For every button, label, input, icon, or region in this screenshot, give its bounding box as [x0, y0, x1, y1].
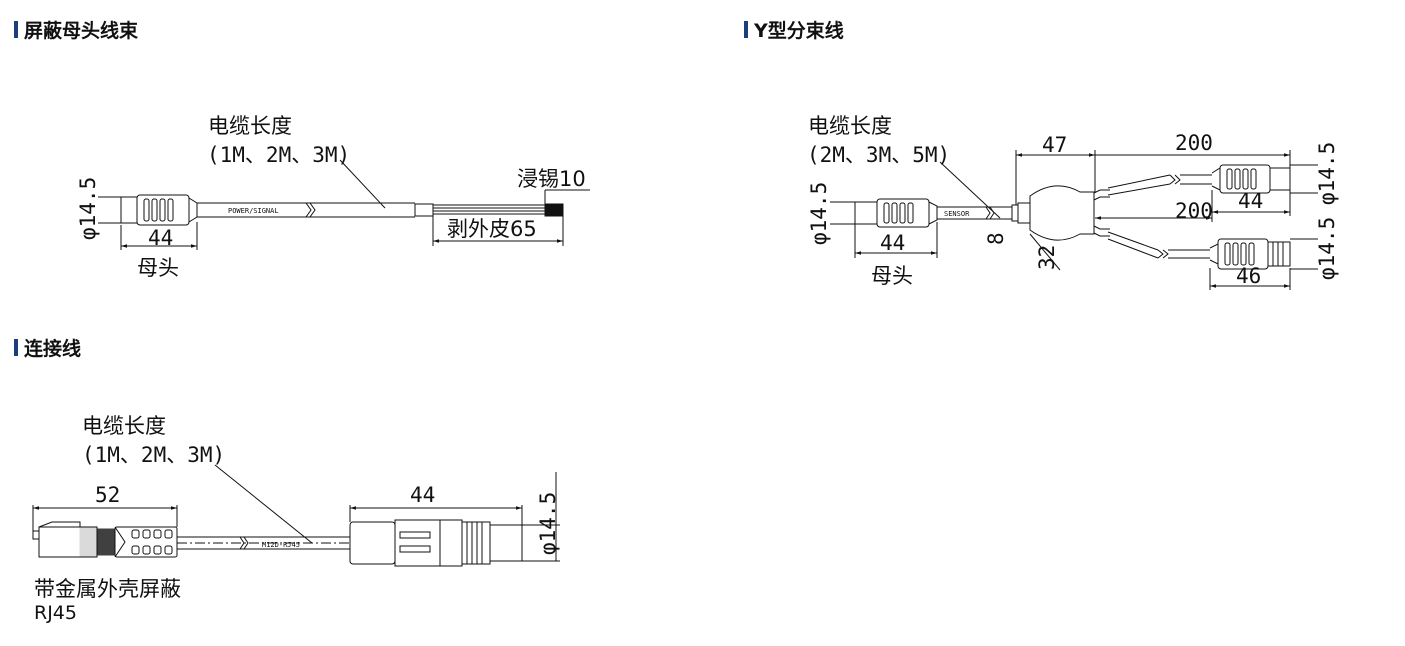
shielded-cable-drawing: [98, 159, 590, 250]
y-cable-length-label: 电缆长度: [808, 114, 892, 138]
conn-dim-44: 44: [410, 483, 435, 507]
y-dim-8: 8: [984, 232, 1008, 245]
title-bar-marker: [744, 21, 748, 38]
y-dim-200-mid: 200: [1175, 199, 1213, 223]
shielded-cable-length-label: 电缆长度: [208, 114, 292, 138]
shielded-length-dim: 44: [148, 226, 173, 250]
y-split-cable-drawing: [830, 150, 1318, 290]
connection-cable-drawing: [32, 464, 560, 567]
conn-dim-phi: φ14.5: [536, 492, 560, 555]
section-title-text: 屏蔽母头线束: [24, 20, 139, 42]
m12-connector-body: [349, 521, 396, 565]
tinned-end: [544, 203, 564, 217]
plug-type: RJ45: [34, 602, 77, 624]
y-cable-print: SENSOR: [944, 210, 970, 218]
y-dim-200-top: 200: [1175, 131, 1213, 155]
conn-cable-length-label: 电缆长度: [82, 414, 166, 438]
section-title-shielded: 屏蔽母头线束: [14, 16, 138, 43]
conn-cable-print: M12D-RJ45: [262, 541, 300, 549]
leader-line: [339, 159, 386, 209]
section-title-connection: 连接线: [14, 334, 81, 361]
title-bar-marker: [14, 339, 18, 356]
section-title-text: 连接线: [24, 338, 82, 360]
rj45-boot: [114, 526, 178, 558]
y-dim-phi-right-bottom: φ14.5: [1315, 217, 1339, 280]
conn-cable-length-options: (1M、2M、3M): [82, 443, 225, 467]
section-title-y-split: Y型分束线: [744, 16, 844, 43]
connector-tail: [188, 197, 198, 223]
y-dim-phi-left: φ14.5: [807, 182, 831, 245]
y-dim-32: 32: [1035, 245, 1059, 270]
section-title-text: Y型分束线: [754, 20, 844, 42]
y-splitter-body: [1029, 185, 1095, 241]
m12-thread: [461, 521, 491, 565]
y-dim-44-right: 44: [1238, 189, 1263, 213]
connector-nut: [120, 196, 138, 224]
strip-label: 剥外皮65: [447, 217, 537, 241]
plug-description: 带金属外壳屏蔽: [34, 577, 181, 601]
y-left-connector: [876, 198, 930, 228]
connector-grip: [136, 194, 190, 226]
y-dim-47: 47: [1042, 133, 1067, 157]
shielded-connector-label: 母头: [137, 256, 179, 280]
y-cable-length-options: (2M、3M、5M): [807, 143, 950, 167]
title-bar-marker: [14, 21, 18, 38]
y-dim-44-left: 44: [880, 231, 905, 255]
y-dim-46: 46: [1236, 264, 1261, 288]
tinning-label: 浸锡10: [517, 167, 586, 191]
y-dim-phi-right-top: φ14.5: [1315, 142, 1339, 205]
shielded-cable-length-options: (1M、2M、3M): [207, 143, 350, 167]
y-connector-label: 母头: [871, 264, 913, 288]
shielded-diameter-dim: φ14.5: [76, 177, 100, 240]
shield-sleeve: [414, 203, 434, 217]
shielded-cable-print: POWER/SIGNAL: [228, 207, 279, 215]
conn-dim-52: 52: [95, 483, 120, 507]
